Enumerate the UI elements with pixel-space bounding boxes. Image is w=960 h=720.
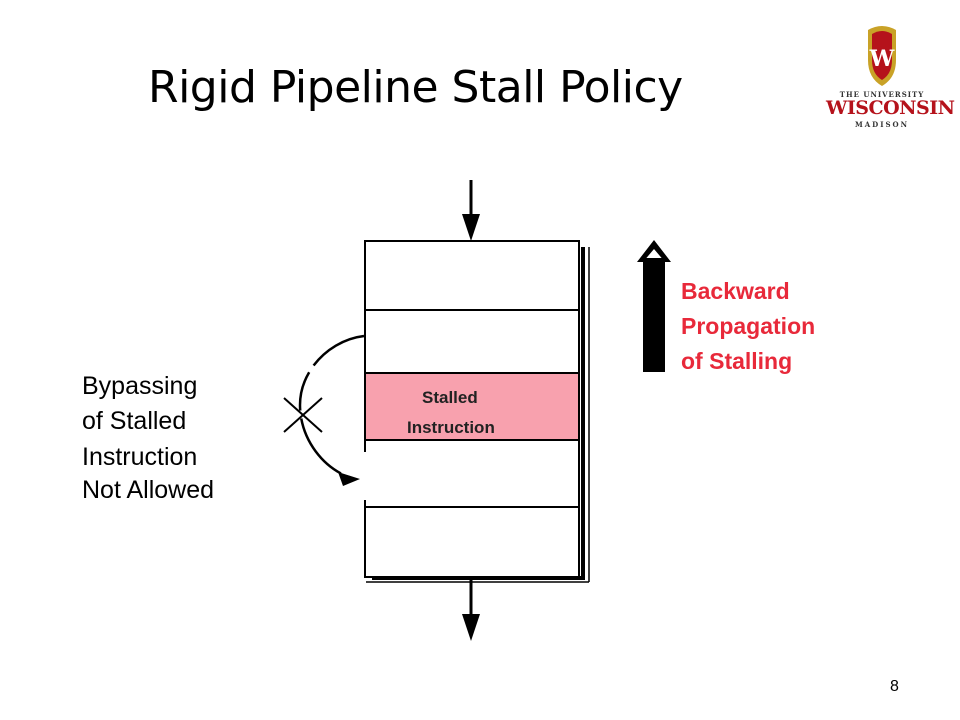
- pipeline-stage-2: [364, 309, 580, 374]
- logo-line-3: MADISON: [854, 120, 910, 129]
- logo-line-2: WISCONSIN: [826, 97, 955, 119]
- bypass-note-line-2: of Stalled: [82, 407, 187, 435]
- page-number: 8: [890, 678, 899, 695]
- slide-title: Rigid Pipeline Stall Policy: [148, 62, 683, 113]
- backward-propagation-arrow: [637, 240, 671, 372]
- pipeline-stage-4: [364, 439, 580, 508]
- not-allowed-x-icon: [283, 397, 323, 433]
- propagation-note-line-2: Propagation: [681, 313, 816, 339]
- bypass-note-line-4: Not Allowed: [82, 476, 215, 504]
- pipeline-stage-1: [364, 240, 580, 311]
- crest-letter: W: [869, 46, 895, 72]
- uw-madison-logo: W THE UNIVERSITY WISCONSIN MADISON: [826, 22, 955, 132]
- crest-icon: W: [868, 26, 896, 86]
- stalled-label-line-2: Instruction: [407, 418, 495, 437]
- propagation-note-line-3: of Stalling: [681, 348, 793, 374]
- bypass-note-line-3: Instruction: [82, 443, 198, 471]
- stalled-label-line-1: Stalled: [422, 388, 478, 407]
- logo-line-1: THE UNIVERSITY: [839, 90, 925, 99]
- pipeline-stage-5: [364, 506, 580, 578]
- input-arrow: [462, 180, 480, 241]
- bypass-arrow: [298, 334, 365, 486]
- output-arrow: [462, 580, 480, 641]
- propagation-note-line-1: Backward: [681, 278, 790, 304]
- bypass-note-line-1: Bypassing: [82, 372, 198, 400]
